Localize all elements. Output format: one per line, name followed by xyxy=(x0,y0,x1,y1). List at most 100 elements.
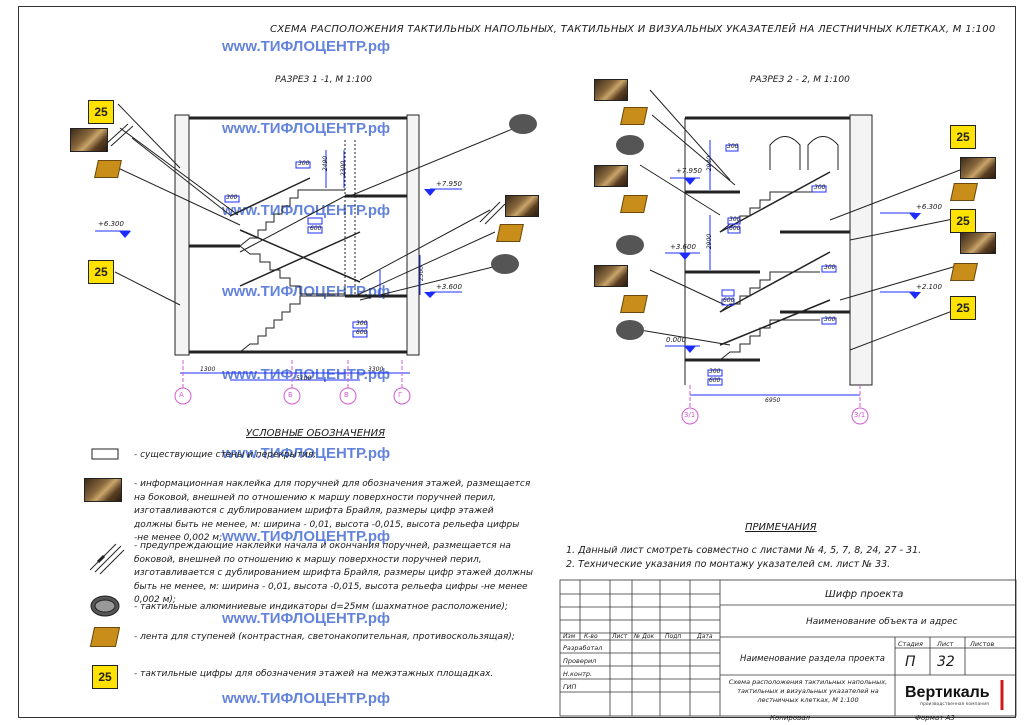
floor-sticker-photo-icon xyxy=(960,157,996,179)
section-1-left-wall xyxy=(174,114,190,356)
leader-line xyxy=(117,167,241,226)
dim-label: 2300 xyxy=(340,160,348,177)
section-1-right-wall xyxy=(406,114,420,356)
watermark: www.ТИФЛОЦЕНТР.рф xyxy=(222,120,391,137)
level-mark-icon xyxy=(119,231,131,238)
stair-tape-icon xyxy=(950,183,978,201)
leader-line xyxy=(639,164,721,216)
notes-title: ПРИМЕЧАНИЯ xyxy=(745,522,817,533)
leader-line xyxy=(849,309,956,351)
section-1-level-marks xyxy=(119,189,436,298)
leader-line xyxy=(639,329,731,346)
dim-label: 300 xyxy=(824,316,836,323)
section-1-handrail xyxy=(239,229,361,283)
tactile-indicator-icon xyxy=(509,114,537,134)
dim-label: 2490 xyxy=(322,155,330,172)
sheet-title-cell: Схема расположения тактильных напольных,… xyxy=(728,678,888,704)
level-mark-icon xyxy=(679,253,691,260)
note-item: 1. Данный лист смотреть совместно с лист… xyxy=(566,545,922,556)
dim-label: 3300 xyxy=(368,366,384,373)
dim-label: 300 xyxy=(814,184,826,191)
format-label: Формат А3 xyxy=(915,714,955,722)
dim-label: 300 xyxy=(226,194,238,201)
section-2-flight xyxy=(719,271,820,313)
section-1-flight xyxy=(239,189,345,247)
section-2-handrail xyxy=(719,171,831,233)
leader-line xyxy=(114,271,181,306)
level-mark-icon xyxy=(909,292,921,299)
note-item: 2. Технические указания по монтажу указа… xyxy=(566,559,891,570)
object-name: Наименование объекта и адрес xyxy=(806,617,958,627)
axis-label: Б xyxy=(288,391,293,399)
title-block-grid xyxy=(559,579,1017,717)
tactile-indicator-icon xyxy=(491,254,519,274)
stair-tape-icon xyxy=(950,263,978,281)
dim-label: 2300 xyxy=(418,265,426,282)
sheet-number: 32 xyxy=(937,654,955,670)
col-header: Лист xyxy=(612,633,628,640)
level-label: +2.100 xyxy=(916,283,942,291)
level-mark-icon xyxy=(424,292,436,298)
level-label: +7.950 xyxy=(676,167,702,175)
col-header: К-во xyxy=(584,633,598,640)
section-2-right-wall xyxy=(849,114,873,386)
stair-tape-icon xyxy=(620,295,648,313)
legend-item-text: - лента для ступеней (контрастная, свето… xyxy=(134,632,515,642)
handrail-marks-icons xyxy=(105,123,506,225)
level-label: +3.600 xyxy=(436,283,462,291)
leader-line xyxy=(354,231,496,297)
section-1-handrail xyxy=(229,177,311,217)
leader-line xyxy=(119,127,239,216)
tactile-indicator-icon xyxy=(616,135,644,155)
copied-label: Копировал xyxy=(770,714,810,722)
level-label: 0.000 xyxy=(666,336,687,344)
tactile-number-icon: 25 xyxy=(950,296,976,320)
section-1-title: РАЗРЕЗ 1 -1, М 1:100 xyxy=(275,75,372,85)
section-2-drawing xyxy=(639,89,961,386)
legend-item-text: - информационная наклейка для поручней д… xyxy=(134,479,531,543)
legend-item-text: - предупреждающие наклейки начала и окон… xyxy=(134,541,533,605)
floor-sticker-photo-icon xyxy=(505,195,539,217)
leader-line xyxy=(649,89,731,181)
col-header: Подп xyxy=(665,633,682,640)
dim-label: 600 xyxy=(356,329,368,336)
dim-label: 300 xyxy=(727,143,739,150)
leader-line xyxy=(131,137,231,216)
leader-line xyxy=(849,217,959,241)
section-1-axes xyxy=(174,360,411,405)
stair-tape-icon xyxy=(620,107,648,125)
section-2-flight xyxy=(719,319,820,361)
legend-icons xyxy=(89,448,125,617)
section-name: Наименование раздела проекта xyxy=(740,654,886,664)
watermark: www.ТИФЛОЦЕНТР.рф xyxy=(222,202,391,219)
level-label: +7.950 xyxy=(436,180,462,188)
axis-label: В xyxy=(344,391,349,399)
legend-item-text: - тактильные алюминиевые индикаторы d=25… xyxy=(134,602,508,612)
watermark: www.ТИФЛОЦЕНТР.рф xyxy=(222,610,391,627)
dim-label: 600 xyxy=(310,225,322,232)
stair-tape-icon xyxy=(94,160,122,178)
tactile-number-icon: 25 xyxy=(88,100,114,124)
leader-line xyxy=(117,103,181,169)
section-2-dimensions xyxy=(665,140,915,396)
tactile-number-icon: 25 xyxy=(92,665,118,689)
stair-tape-icon xyxy=(620,195,648,213)
legend-item-text: - тактильные цифры для обозначения этаже… xyxy=(134,669,494,679)
section-2-level-marks xyxy=(679,178,921,353)
legend-item-text: - существующие стены и перекрытия; xyxy=(134,450,317,460)
leader-line xyxy=(651,114,736,186)
level-label: +6.300 xyxy=(98,220,124,228)
stair-tape-icon xyxy=(89,627,121,647)
tactile-indicator-icons xyxy=(491,114,644,340)
col-header: № Док xyxy=(634,633,655,640)
dim-label: 300 xyxy=(729,216,741,223)
section-1-drawing xyxy=(114,103,516,356)
wall-hatch-icon xyxy=(91,448,119,460)
floor-sticker-photo-icon xyxy=(84,478,122,502)
sheet-frame xyxy=(18,6,1016,718)
project-code: Шифр проекта xyxy=(825,589,904,600)
stair-tape-icon xyxy=(496,224,524,242)
role-label: Проверил xyxy=(563,657,597,665)
